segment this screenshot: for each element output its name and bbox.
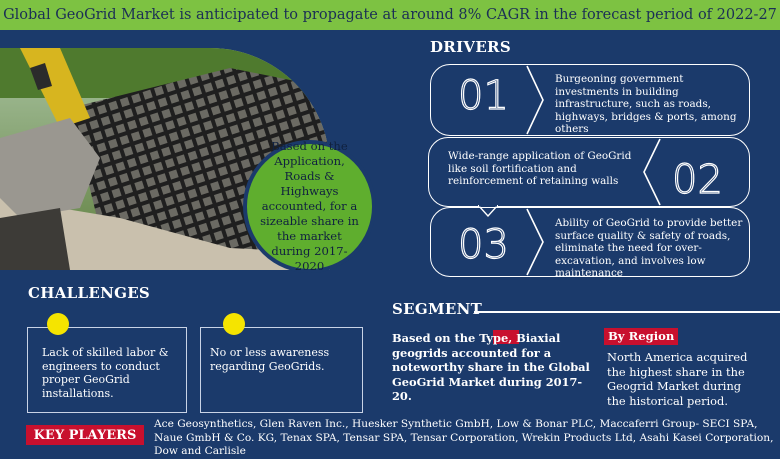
yellow-dot-icon — [47, 313, 69, 335]
segment-type-text: Based on the Type, Biaxial geogrids acco… — [392, 331, 590, 403]
key-players-label: KEY PLAYERS — [26, 425, 144, 445]
region-label-tag — [604, 328, 678, 345]
challenge-text-2: No or less awareness regarding GeoGrids. — [210, 346, 330, 373]
driver-card-3 — [430, 207, 750, 277]
challenges-heading: CHALLENGES — [28, 284, 151, 302]
application-highlight-circle: Based on the Application, Roads & Highwa… — [243, 139, 376, 273]
segment-divider — [474, 311, 780, 313]
challenge-card-1 — [27, 327, 187, 413]
driver-card-1 — [430, 64, 750, 136]
region-label: By Region — [608, 329, 675, 343]
type-accent-tag — [493, 330, 519, 344]
challenge-card-2 — [200, 327, 363, 413]
driver-number-3: 03 — [457, 221, 509, 268]
driver-text-1: Burgeoning government investments in bui… — [555, 73, 737, 135]
driver-text-2: Wide-range application of GeoGrid like s… — [448, 150, 632, 187]
headline-banner: Global GeoGrid Market is anticipated to … — [0, 0, 780, 30]
chevron-divider-icon — [643, 138, 661, 206]
key-players-text: Ace Geosynthetics, Glen Raven Inc., Hues… — [154, 418, 774, 457]
chevron-divider-icon — [526, 208, 544, 276]
driver-card-2 — [428, 137, 750, 207]
driver-text-3: Ability of GeoGrid to provide better sur… — [555, 217, 743, 279]
region-text: North America acquired the highest share… — [607, 350, 748, 408]
driver-number-2: 02 — [671, 156, 723, 203]
application-highlight-text: Based on the Application, Roads & Highwa… — [260, 139, 359, 273]
drivers-heading: DRIVERS — [430, 38, 511, 56]
driver-number-1: 01 — [457, 72, 509, 119]
chevron-divider-icon — [526, 65, 544, 135]
yellow-dot-icon — [223, 313, 245, 335]
segment-heading: SEGMENT — [392, 300, 483, 318]
challenge-text-1: Lack of skilled labor & engineers to con… — [42, 346, 169, 400]
